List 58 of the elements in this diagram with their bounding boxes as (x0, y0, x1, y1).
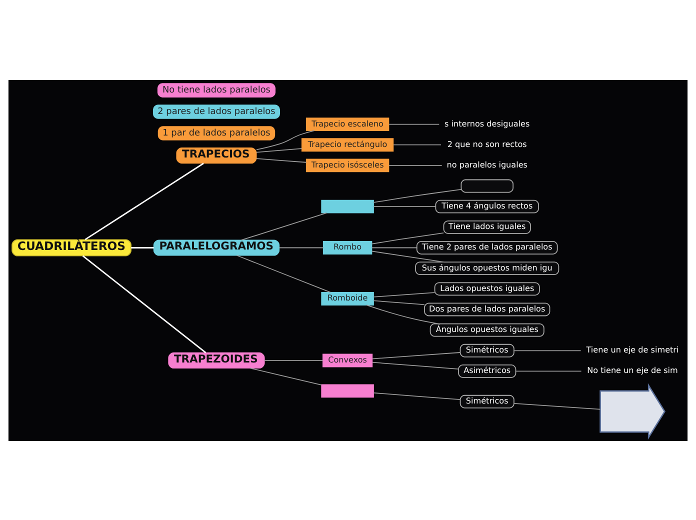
node-box: 2 pares de lados paralelos (152, 104, 280, 118)
node-box: 1 par de lados paralelos (158, 126, 276, 140)
node-box: Simétricos (460, 394, 514, 408)
node-box: Trapecio escaleno (306, 117, 390, 130)
connector (372, 361, 459, 369)
node-box: Dos pares de lados paralelos (424, 302, 550, 316)
connector (366, 304, 439, 324)
node-box: Ángulos opuestos iguales (430, 322, 544, 336)
connector (250, 367, 322, 385)
connector (514, 402, 601, 410)
connector (373, 292, 436, 297)
node-box: Romboide (321, 292, 374, 305)
connector (514, 350, 582, 351)
connector (256, 158, 307, 162)
connector (256, 130, 315, 150)
node-text: s internos desiguales (444, 118, 530, 128)
connector (373, 392, 461, 400)
node-text: No tiene un eje de sim (587, 366, 678, 375)
connector (373, 188, 462, 202)
connector (84, 162, 204, 240)
connector (372, 352, 461, 359)
node-box: Lados opuestos iguales (434, 282, 540, 296)
connector (256, 148, 302, 152)
node-box: TRAPEZOIDES (168, 352, 265, 368)
node-box: CUADRILÀTEROS (12, 238, 132, 256)
node-box (460, 178, 514, 192)
node-box: Simétricos (460, 343, 514, 357)
node-box: Trapecio rectángulo (301, 138, 394, 152)
node-box: Sus ángulos opuestos miden igu (415, 261, 560, 275)
node-box: Rombo (322, 240, 372, 254)
node-box: TRAPECIOS (176, 147, 257, 164)
node-text: 2 que no son rectos (447, 139, 527, 148)
node-box: No tiene lados paralelos (157, 82, 276, 97)
connector (278, 246, 324, 248)
node-box: Convexos (322, 353, 373, 367)
connector (373, 206, 436, 207)
connector (131, 246, 154, 248)
node-box (321, 199, 374, 213)
node-box: Trapecio isósceles (306, 158, 390, 172)
connector (373, 300, 425, 305)
connector (516, 370, 582, 372)
connector (371, 232, 444, 244)
node-picture (600, 382, 666, 440)
node-box (321, 384, 374, 398)
connector (371, 246, 418, 248)
connector (393, 144, 442, 145)
node-box: PARALELOGRAMOS (153, 239, 280, 256)
node-box: Tiene 4 ángulos rectos (435, 199, 540, 213)
node-box: Asimétricos (458, 364, 516, 378)
connector (236, 254, 331, 292)
node-box: Tiene 2 pares de lados paralelos (416, 240, 558, 254)
node-text: Tiene un eje de simetri (586, 345, 679, 354)
connector (240, 212, 328, 240)
connector (388, 123, 440, 124)
connector (82, 254, 206, 353)
connector (388, 164, 442, 166)
node-box: Tiene lados iguales (443, 220, 531, 234)
node-text: no paralelos iguales (446, 160, 528, 169)
